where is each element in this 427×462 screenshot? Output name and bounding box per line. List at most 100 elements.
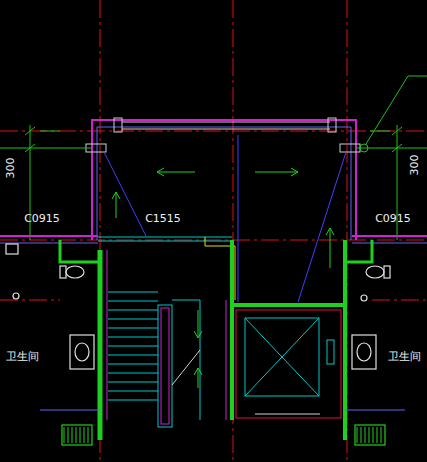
balcony-outline [97,127,351,240]
axis-line [0,240,427,241]
direction-arrow [157,172,195,173]
sanitary-fixture [384,266,390,278]
direction-arrow [112,192,120,199]
stair-tread [88,427,89,443]
elevator-car [245,318,319,396]
stair-tread [172,300,200,420]
stair-tread [172,350,200,385]
balcony-outline [328,118,336,132]
room-name: 卫生间 [6,351,39,362]
dimension-line [392,144,402,152]
axis-line [0,131,427,132]
stair-tread [108,310,158,311]
dimension-text: 300 [5,158,16,179]
stair-tread [84,427,85,443]
wall-line [98,237,232,238]
stair-tread [381,427,382,443]
wall-line [60,240,100,262]
wall-line [232,240,345,305]
direction-arrow [116,192,117,218]
wall-line [0,235,98,237]
wall-line [98,241,232,242]
wall-line [352,243,427,244]
sanitary-fixture [60,266,66,278]
axis-line [372,300,427,301]
window-tag: C0915 [375,213,411,224]
stair-tread [108,328,158,329]
stair-tread [377,427,378,443]
dimension-line [370,131,390,132]
stair-tread [108,391,158,392]
door-swing [298,152,346,302]
dimension-line [25,144,35,152]
stair-tread [108,373,158,374]
balcony-outline [122,122,330,123]
stair-tread [108,364,158,365]
dimension-text: 300 [409,155,420,176]
dimension-line [356,148,427,149]
axis-line [100,0,101,462]
door-swing [238,135,239,302]
stair-tread [365,427,366,443]
stair-tread [158,305,172,427]
room-name: 卫生间 [388,351,421,362]
sanitary-fixture [70,335,94,369]
stair-tread [369,427,370,443]
wall-line [230,305,234,420]
stair-tread [161,308,169,424]
wall-line [0,243,98,244]
leader-line [360,76,427,152]
direction-arrow [291,168,298,176]
elevator-car [327,340,334,364]
direction-arrow [198,310,199,338]
elevator-car [255,414,320,415]
stair-tread [64,292,381,443]
stair-tread [108,355,158,356]
leader-line [360,144,368,152]
stair-tread [108,382,158,383]
direction-arrow [255,172,298,173]
direction-arrow [194,368,202,375]
sanitary-fixture [352,335,376,369]
door-swing [104,135,346,302]
balcony-outline [122,129,330,130]
direction-arrow [198,368,199,388]
dimension-line [0,125,427,240]
wall-line [98,250,103,440]
balcony-outline [114,118,122,132]
door-swing [104,152,146,236]
window-tag: C0915 [24,213,60,224]
wall-line [343,305,347,440]
stair-tread [64,427,65,443]
wall-line [345,410,405,411]
sanitary-fixture [6,244,390,445]
balcony-outline [92,120,356,240]
sanitary-fixture [357,343,371,361]
wall-line [236,310,341,418]
stair-tread [68,427,69,443]
wall-line [352,235,427,237]
sanitary-fixture [13,293,19,299]
stair-tread [108,346,158,347]
stair-tread [357,427,358,443]
sanitary-fixture [62,425,92,445]
stair-tread [361,427,362,443]
stair-tread [72,427,73,443]
direction-arrow [326,228,334,235]
dimension-line [0,148,92,149]
direction-arrow [157,168,164,176]
wall-line [345,240,372,262]
wall-line [40,410,100,411]
stair-tread [76,427,77,443]
sanitary-fixture [75,343,89,361]
wall-line [226,300,227,420]
stair-tread [108,301,158,302]
wall-line [0,236,427,440]
stair-tread [108,400,158,401]
sanitary-fixture [366,266,384,278]
elevator-car [245,318,319,396]
stair-tread [108,292,158,293]
axis-line [233,0,234,462]
